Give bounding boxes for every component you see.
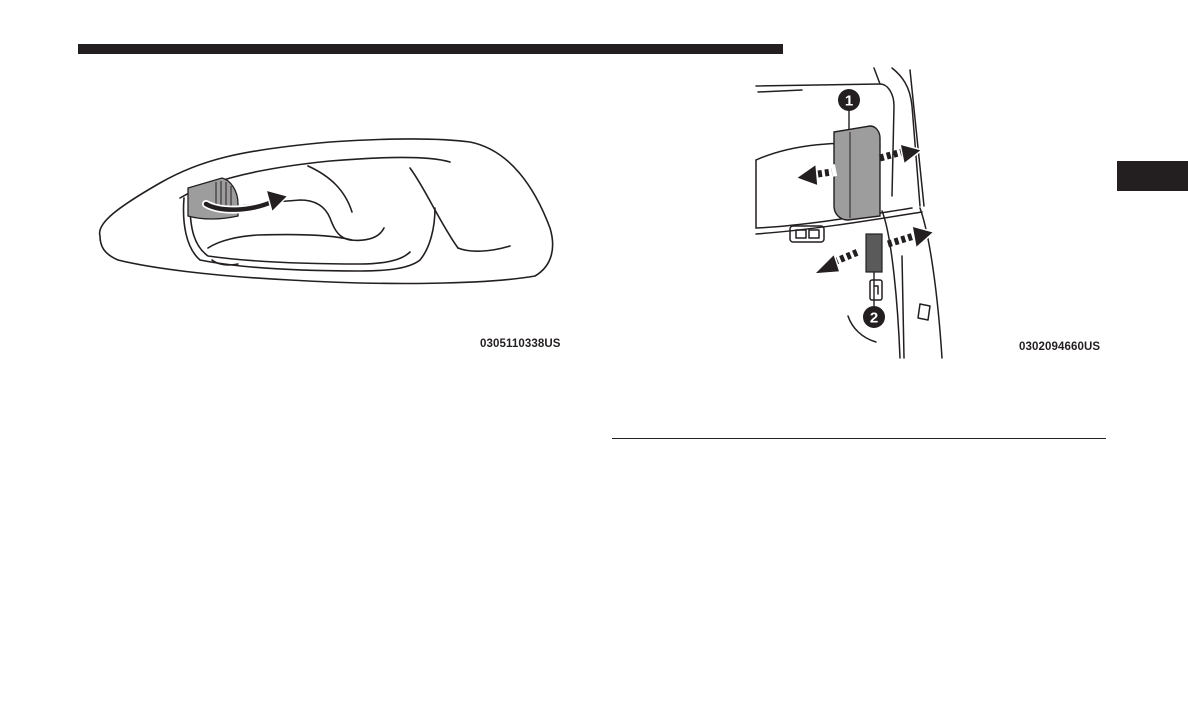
door-handle-illustration bbox=[90, 128, 560, 293]
door-lock-switch-illustration: 1 2 bbox=[752, 66, 947, 361]
callout-2-label: 2 bbox=[870, 310, 878, 327]
chapter-tab bbox=[1117, 161, 1188, 191]
callout-1-label: 1 bbox=[845, 93, 853, 110]
figure-code: 0305110338US bbox=[480, 338, 561, 350]
header-rule bbox=[78, 44, 783, 54]
door-handle-drawing bbox=[90, 128, 560, 293]
door-lock-drawing: 1 2 bbox=[752, 66, 947, 361]
figure-code: 0302094660US bbox=[1019, 341, 1100, 353]
section-divider bbox=[612, 438, 1106, 439]
unlock-arrow-upper-left bbox=[796, 164, 836, 186]
